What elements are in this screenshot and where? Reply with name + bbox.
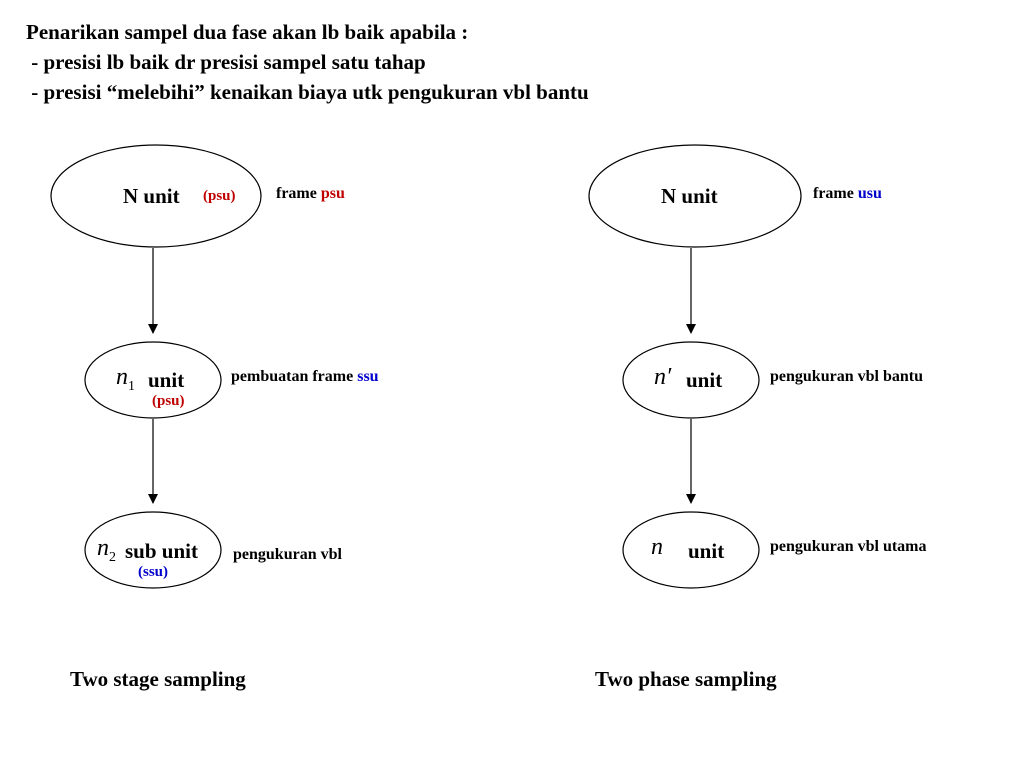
header-line-3: - presisi “melebihi” kenaikan biaya utk … bbox=[26, 80, 589, 104]
header-line-2: - presisi lb baik dr presisi sampel satu… bbox=[26, 50, 426, 74]
right-node3-side-note: pengukuran vbl utama bbox=[770, 538, 927, 555]
left-node3-variable: n2 bbox=[97, 535, 116, 566]
left-node3-label: sub unit bbox=[125, 539, 198, 563]
left-node1-tag: (psu) bbox=[203, 188, 236, 204]
right-ellipse-population bbox=[588, 144, 802, 248]
header-line-1: Penarikan sampel dua fase akan lb baik a… bbox=[26, 20, 469, 44]
left-node2-tag: (psu) bbox=[152, 393, 185, 409]
left-node3-tag: (ssu) bbox=[138, 564, 169, 580]
left-node2-var: n bbox=[116, 364, 128, 390]
right-ellipse-phase1-sample bbox=[622, 341, 760, 419]
right-node3-label: unit bbox=[688, 539, 725, 563]
left-diagram-title: Two stage sampling bbox=[70, 667, 246, 691]
left-node1-side-note: frame psu bbox=[276, 185, 345, 203]
left-node2-variable: n1 bbox=[116, 364, 135, 395]
left-node2-side-note: pembuatan frame ssu bbox=[231, 368, 379, 386]
left-node1-side-prefix: frame bbox=[276, 185, 321, 202]
left-ellipse-population bbox=[50, 144, 262, 248]
left-node2-side-prefix: pembuatan frame bbox=[231, 368, 358, 385]
slide-header: Penarikan sampel dua fase akan lb baik a… bbox=[26, 17, 589, 107]
right-diagram-title: Two phase sampling bbox=[595, 667, 777, 691]
left-ellipse-secondary-sample bbox=[84, 511, 222, 589]
left-node2-side-highlight: ssu bbox=[357, 368, 379, 385]
left-node1-label: N unit bbox=[123, 184, 180, 208]
right-node2-side-note: pengukuran vbl bantu bbox=[770, 368, 923, 385]
right-ellipse-phase2-sample bbox=[622, 511, 760, 589]
right-node1-side-note: frame usu bbox=[813, 185, 882, 203]
left-node1-side-highlight: psu bbox=[320, 185, 345, 202]
right-node1-side-prefix: frame bbox=[813, 185, 858, 202]
left-node3-var: n bbox=[97, 535, 109, 561]
left-ellipse-primary-sample bbox=[84, 341, 222, 419]
left-node3-var-subscript: 2 bbox=[109, 549, 116, 565]
right-node1-side-highlight: usu bbox=[857, 185, 882, 202]
right-node1-label: N unit bbox=[661, 184, 718, 208]
left-node2-var-subscript: 1 bbox=[128, 378, 135, 394]
right-node2-var: n′ bbox=[654, 364, 672, 390]
left-node2-label: unit bbox=[148, 368, 185, 392]
right-node2-label: unit bbox=[686, 368, 723, 392]
right-node3-var: n bbox=[651, 534, 663, 560]
left-node3-side-note: pengukuran vbl bbox=[233, 546, 342, 563]
